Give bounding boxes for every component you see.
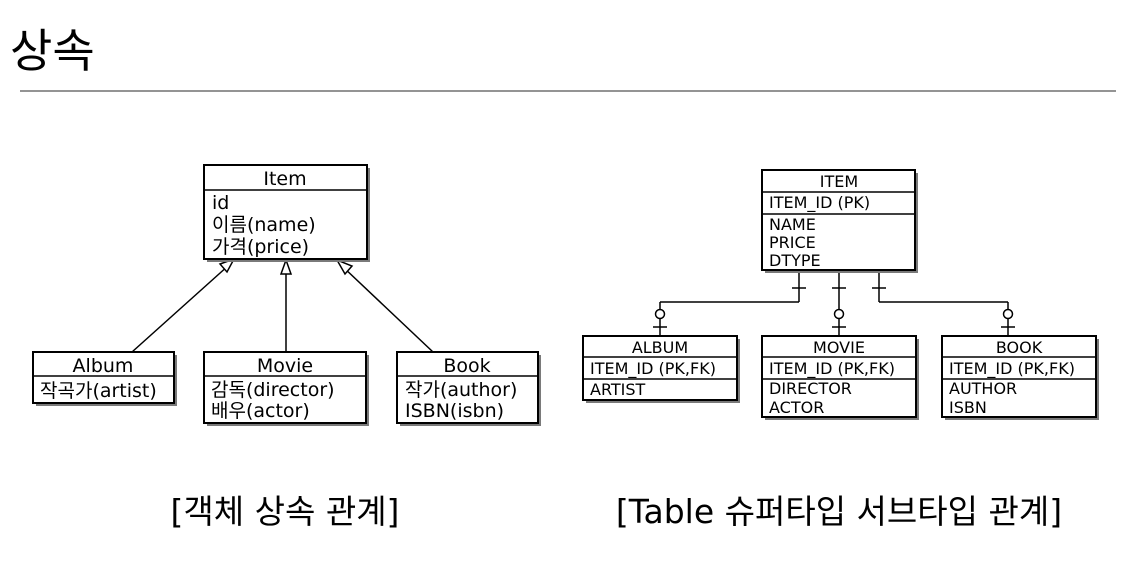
table-column: ACTOR: [769, 398, 824, 417]
table-name: ITEM: [820, 172, 858, 191]
table-name: ALBUM: [632, 338, 688, 357]
class-box-book: Book 작가(author) ISBN(isbn): [396, 351, 541, 426]
class-box-album: Album 작곡가(artist): [32, 351, 177, 406]
class-attribute: 감독(director): [211, 379, 335, 401]
table-column: AUTHOR: [949, 379, 1017, 398]
table-box-frame: [761, 335, 917, 418]
class-box-item: Item id 이름(name) 가격(price): [203, 164, 370, 262]
zero-or-one-circle: [1002, 308, 1014, 320]
table-box-frame: [582, 335, 738, 401]
inheritance-line-book: [341, 265, 434, 353]
table-box-book: BOOK ITEM_ID (PK,FK) AUTHOR ISBN: [941, 335, 1099, 420]
table-primary-key: ITEM_ID (PK): [769, 193, 870, 213]
class-box-frame: [203, 351, 367, 424]
table-column: ARTIST: [590, 380, 646, 399]
class-attribute: 이름(name): [212, 214, 316, 236]
class-name: Movie: [257, 355, 313, 377]
table-diagram-caption: [Table 슈퍼타입 서브타입 관계]: [616, 492, 1062, 531]
page-title: 상속: [10, 24, 95, 78]
table-primary-key: ITEM_ID (PK,FK): [590, 359, 716, 379]
class-attribute: 배우(actor): [211, 400, 310, 422]
table-name: MOVIE: [813, 338, 865, 357]
class-attribute: 가격(price): [212, 236, 309, 258]
class-name: Album: [73, 355, 134, 377]
table-box-album: ALBUM ITEM_ID (PK,FK) ARTIST: [582, 335, 740, 403]
object-inheritance-diagram: Item id 이름(name) 가격(price) Album 작곡가(art…: [32, 164, 541, 531]
table-box-frame: [761, 169, 916, 271]
table-primary-key: ITEM_ID (PK,FK): [949, 359, 1075, 379]
table-column: DTYPE: [769, 251, 821, 270]
class-name: Item: [263, 168, 306, 190]
class-box-movie: Movie 감독(director) 배우(actor): [203, 351, 369, 426]
class-box-frame: [396, 351, 539, 424]
table-box-movie: MOVIE ITEM_ID (PK,FK) DIRECTOR ACTOR: [761, 335, 919, 420]
generalization-arrowhead-movie: [279, 257, 293, 275]
class-attribute: ISBN(isbn): [405, 400, 504, 422]
table-column: DIRECTOR: [769, 379, 852, 398]
table-relationship-diagram: ITEM ITEM_ID (PK) NAME PRICE DTYPE ALBUM…: [582, 169, 1099, 531]
table-primary-key: ITEM_ID (PK,FK): [769, 359, 895, 379]
table-box-frame: [941, 335, 1097, 418]
zero-or-one-circle: [654, 308, 666, 320]
class-attribute: id: [212, 192, 229, 214]
class-attribute: 작가(author): [405, 379, 517, 401]
class-name: Book: [443, 355, 490, 377]
generalization-arrowhead-book: [335, 258, 354, 276]
zero-or-one-circle: [833, 308, 845, 320]
class-box-frame: [203, 164, 368, 260]
class-attribute: 작곡가(artist): [40, 380, 157, 402]
table-name: BOOK: [996, 338, 1043, 357]
table-box-item: ITEM ITEM_ID (PK) NAME PRICE DTYPE: [761, 169, 918, 273]
object-diagram-caption: [객체 상속 관계]: [171, 492, 400, 531]
table-column: NAME: [769, 215, 816, 234]
table-column: ISBN: [949, 398, 987, 417]
class-box-frame: [32, 351, 175, 404]
inheritance-line-album: [131, 264, 230, 353]
table-column: PRICE: [769, 233, 816, 252]
